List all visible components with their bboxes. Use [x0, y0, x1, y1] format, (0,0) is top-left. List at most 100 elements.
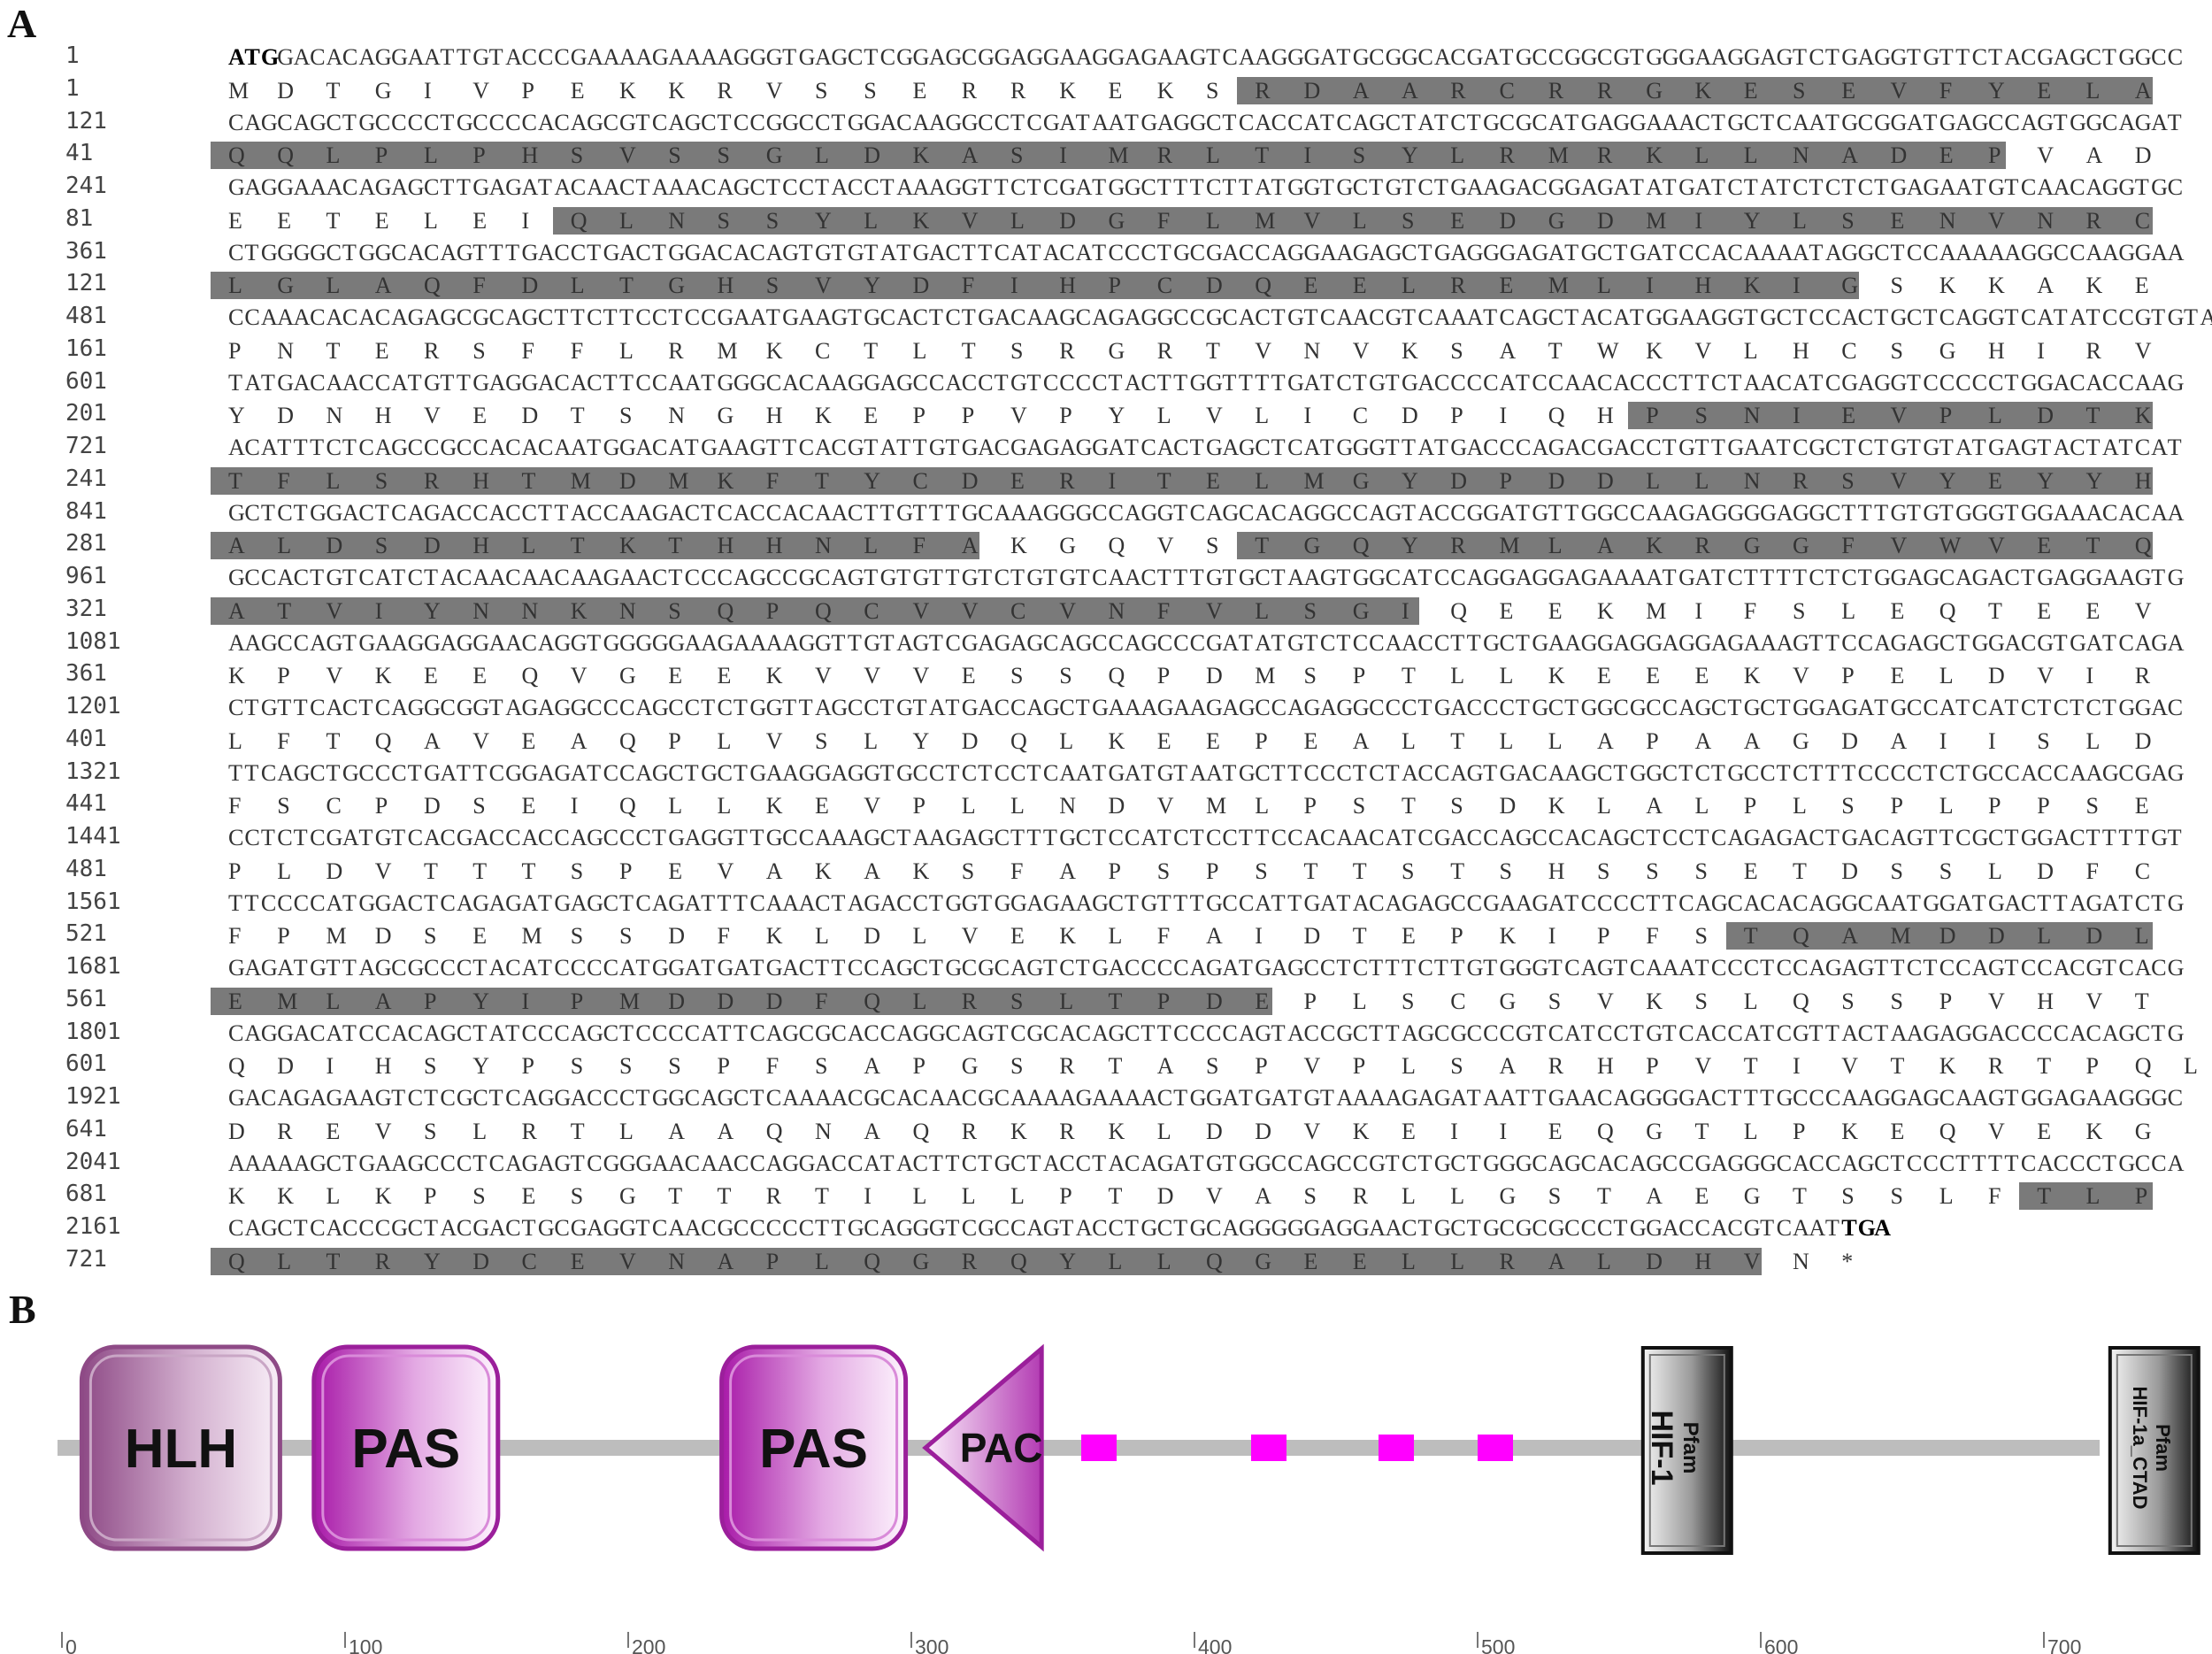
amino-acid: S: [1841, 207, 1855, 234]
nucleotide: C: [815, 565, 831, 590]
amino-acid: T: [228, 467, 242, 494]
nucleotide: A: [570, 565, 588, 590]
nucleotide: T: [1319, 369, 1334, 396]
nucleotide: G: [1646, 1085, 1663, 1111]
amino-acid: T: [326, 1248, 341, 1274]
nucleotide: C: [521, 499, 537, 526]
amino-acid: D: [1255, 1118, 1272, 1144]
amino-acid: I: [424, 77, 432, 104]
nucleotide: C: [1042, 369, 1059, 396]
amino-acid: Y: [1402, 142, 1418, 168]
nucleotide: G: [358, 629, 376, 656]
amino-acid: T: [2037, 1053, 2052, 1079]
amino-acid: S: [1646, 858, 1659, 884]
nucleotide: T: [928, 629, 943, 656]
nucleotide: C: [407, 1215, 424, 1241]
nucleotide: C: [798, 1019, 815, 1046]
nucleotide: A: [1857, 825, 1875, 850]
amino-acid: P: [374, 142, 388, 168]
amino-acid: T: [1156, 467, 1171, 494]
nucleotide: A: [1694, 499, 1712, 526]
nucleotide: C: [456, 565, 472, 590]
nucleotide: T: [1988, 1150, 2002, 1176]
nucleotide: C: [1776, 1019, 1793, 1046]
nucleotide: G: [1206, 369, 1223, 396]
nucleotide: C: [1189, 304, 1206, 330]
nucleotide: A: [1417, 369, 1435, 396]
nucleotide: T: [472, 1150, 488, 1176]
nucleotide: A: [1108, 955, 1125, 981]
nucleotide: T: [277, 435, 292, 460]
nucleotide: G: [2037, 825, 2055, 850]
nucleotide: T: [293, 695, 308, 720]
nucleotide: G: [1433, 695, 1451, 720]
nucleotide: A: [2053, 955, 2070, 981]
amino-acid: N: [1743, 467, 1761, 494]
amino-acid: N: [1108, 597, 1125, 624]
nucleotide: C: [1042, 1019, 1059, 1046]
nucleotide: T: [424, 565, 438, 590]
nucleotide: C: [1988, 825, 2004, 850]
nucleotide: A: [505, 695, 522, 720]
amino-acid: E: [472, 403, 488, 428]
nucleotide: T: [1141, 1019, 1156, 1046]
nucleotide: G: [1548, 1215, 1565, 1241]
nucleotide: G: [1971, 825, 1989, 850]
nucleotide: A: [570, 109, 588, 135]
nucleotide: G: [228, 565, 245, 590]
nucleotide: C: [1417, 955, 1433, 981]
nucleotide: C: [1597, 369, 1613, 396]
nucleotide: C: [1141, 435, 1156, 460]
nucleotide: C: [587, 695, 603, 720]
nucleotide: G: [1743, 695, 1761, 720]
nucleotide: T: [1890, 239, 1905, 265]
nucleotide: A: [2167, 1150, 2185, 1176]
nucleotide: C: [651, 369, 668, 396]
nucleotide: T: [1075, 955, 1090, 981]
nucleotide: A: [1955, 889, 1973, 916]
nucleotide: T: [1417, 565, 1432, 590]
amino-acid: A: [1352, 727, 1370, 754]
nucleotide: T: [1222, 759, 1237, 786]
nucleotide: A: [1402, 629, 1418, 656]
nucleotide: T: [1173, 759, 1188, 786]
nucleotide: C: [635, 1019, 651, 1046]
amino-acid: S: [1939, 858, 1953, 884]
nucleotide: G: [2085, 889, 2103, 916]
amino-acid: D: [424, 793, 441, 819]
nucleotide: C: [1564, 955, 1580, 981]
nucleotide: C: [1988, 369, 2004, 396]
nucleotide: G: [1629, 109, 1647, 135]
amino-acid: G: [1352, 597, 1370, 624]
nucleotide: G: [2134, 44, 2152, 70]
nucleotide: T: [749, 1085, 764, 1111]
amino-acid: R: [521, 1118, 537, 1144]
amino-acid: F: [277, 467, 290, 494]
nucleotide: C: [1597, 1215, 1613, 1241]
nucleotide: C: [1793, 759, 1809, 786]
nucleotide: A: [1156, 109, 1174, 135]
nucleotide: C: [1206, 1019, 1222, 1046]
nucleotide: C: [1874, 825, 1890, 850]
nucleotide: G: [554, 1085, 572, 1111]
nucleotide: C: [668, 1019, 684, 1046]
amino-acid: Q: [1939, 1118, 1956, 1144]
nucleotide: T: [293, 499, 308, 526]
nucleotide: A: [1255, 174, 1272, 200]
amino-acid: L: [1597, 793, 1611, 819]
nucleotide: A: [1352, 1085, 1370, 1111]
nucleotide: T: [896, 239, 911, 265]
nucleotide: T: [1548, 955, 1563, 981]
amino-acid: A: [1548, 1248, 1565, 1274]
nucleotide: A: [277, 759, 295, 786]
nucleotide: A: [1760, 239, 1778, 265]
amino-acid: S: [472, 793, 486, 819]
axis-tick-label: 700: [2047, 1635, 2081, 1654]
nucleotide: T: [1824, 629, 1839, 656]
nucleotide: A: [2101, 1019, 2119, 1046]
nucleotide: G: [2037, 1085, 2055, 1111]
nucleotide: C: [1646, 695, 1662, 720]
